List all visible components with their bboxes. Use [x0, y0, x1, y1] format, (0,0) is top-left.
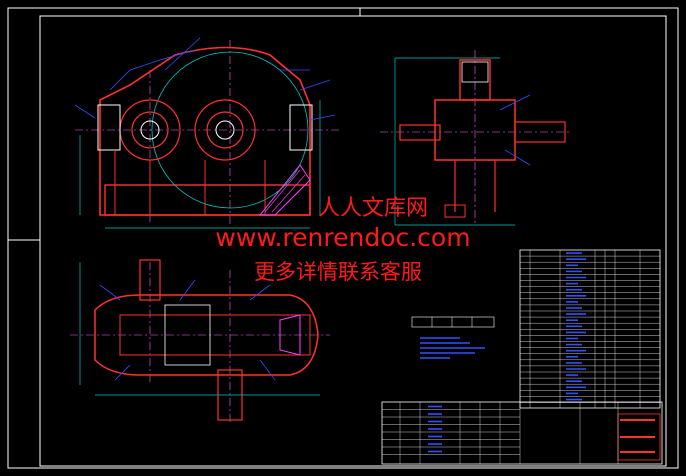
side-view [380, 50, 570, 226]
watermark-site-name: 人人文库网 [317, 196, 428, 221]
plan-view [70, 259, 330, 425]
front-view [74, 37, 340, 229]
sheet-inner-frame [39, 15, 667, 467]
parts-list-table [519, 249, 661, 409]
title-block [381, 401, 663, 465]
watermark-contact: 更多详情联系客服 [254, 260, 422, 284]
watermark-url: www.renrendoc.com [215, 223, 471, 252]
technical-notes [411, 316, 495, 359]
sheet-outer-frame [7, 7, 679, 469]
